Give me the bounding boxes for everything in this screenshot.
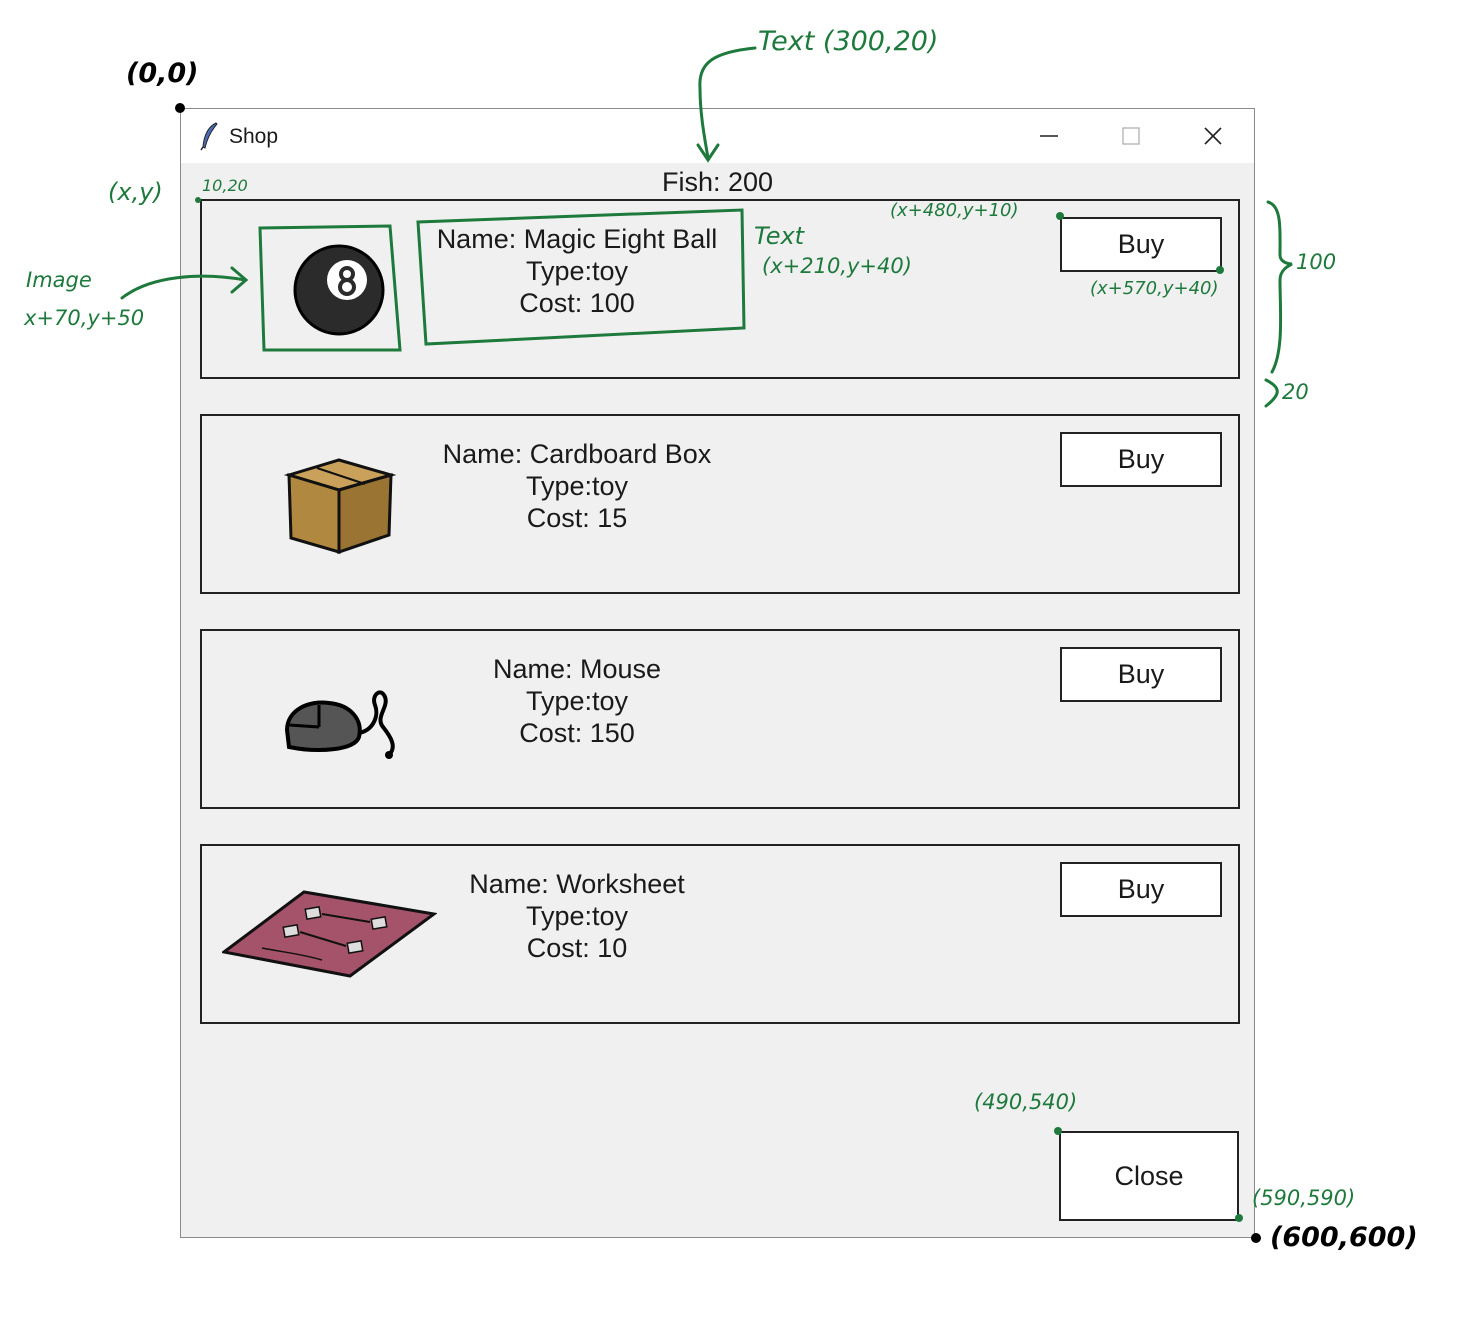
xy-annotation: (x,y) <box>108 178 163 206</box>
origin-annotation: (0,0) <box>126 58 199 89</box>
item-type: Type:toy <box>525 901 629 931</box>
cardboard-box-icon <box>264 430 414 580</box>
item-info: Name: Worksheet Type:toy Cost: 10 <box>422 868 732 964</box>
fish-counter: Fish: 200 <box>661 167 774 197</box>
item-type: Type:toy <box>525 686 629 716</box>
shop-item: Name: Cardboard Box Type:toy Cost: 15 Bu… <box>200 414 1240 594</box>
item-cost: Cost: 100 <box>519 288 635 318</box>
close-bottom-annotation: (590,590) <box>1252 1186 1356 1210</box>
gap-annotation: 20 <box>1282 380 1309 404</box>
worksheet-icon <box>222 860 437 1010</box>
item-cost: Cost: 15 <box>526 503 628 533</box>
shop-item: Name: Worksheet Type:toy Cost: 10 Buy <box>200 844 1240 1024</box>
image-position-annotation: x+70,y+50 <box>24 306 145 330</box>
text-annotation: Text <box>754 222 805 250</box>
minimize-button[interactable] <box>1009 109 1089 163</box>
buy-button[interactable]: Buy <box>1060 432 1222 487</box>
text-item-position-annotation: (x+210,y+40) <box>762 254 912 278</box>
window-title: Shop <box>229 125 279 148</box>
shop-item: Name: Magic Eight Ball Type:toy Cost: 10… <box>200 199 1240 379</box>
item-name: Name: Magic Eight Ball <box>436 224 718 254</box>
item-info: Name: Mouse Type:toy Cost: 150 <box>422 653 732 749</box>
shop-window: Shop Fish: 200 Name: Magic Eight Ball Ty… <box>180 108 1255 1238</box>
shop-item: Name: Mouse Type:toy Cost: 150 Buy <box>200 629 1240 809</box>
buy-bottom-annotation: (x+570,y+40) <box>1090 278 1219 299</box>
item-cost: Cost: 150 <box>519 718 635 748</box>
title-bar[interactable]: Shop <box>181 109 1254 163</box>
item-name: Name: Cardboard Box <box>442 439 712 469</box>
buy-top-annotation: (x+480,y+10) <box>890 200 1019 221</box>
buy-button[interactable]: Buy <box>1060 217 1222 272</box>
item-name: Name: Mouse <box>492 654 662 684</box>
item-cost: Cost: 10 <box>526 933 628 963</box>
text-position-annotation: Text (300,20) <box>758 26 939 57</box>
mouse-icon <box>264 645 414 795</box>
item-info: Name: Cardboard Box Type:toy Cost: 15 <box>422 438 732 534</box>
eight-ball-icon <box>264 215 414 365</box>
item-type: Type:toy <box>525 471 629 501</box>
xy-value-annotation: 10,20 <box>202 176 248 195</box>
height-annotation: 100 <box>1296 250 1337 274</box>
close-icon <box>1204 127 1222 145</box>
maximize-button[interactable] <box>1091 109 1171 163</box>
minimize-icon <box>1040 135 1058 137</box>
close-top-annotation: (490,540) <box>974 1090 1078 1114</box>
item-name: Name: Worksheet <box>469 869 685 899</box>
buy-button[interactable]: Buy <box>1060 647 1222 702</box>
feather-icon <box>199 121 221 156</box>
image-annotation: Image <box>26 268 92 292</box>
item-type: Type:toy <box>525 256 629 286</box>
maximize-icon <box>1122 127 1140 145</box>
end-annotation: (600,600) <box>1270 1222 1418 1253</box>
window-close-button[interactable] <box>1173 109 1253 163</box>
buy-button[interactable]: Buy <box>1060 862 1222 917</box>
close-button[interactable]: Close <box>1059 1131 1239 1221</box>
item-info: Name: Magic Eight Ball Type:toy Cost: 10… <box>422 223 732 319</box>
